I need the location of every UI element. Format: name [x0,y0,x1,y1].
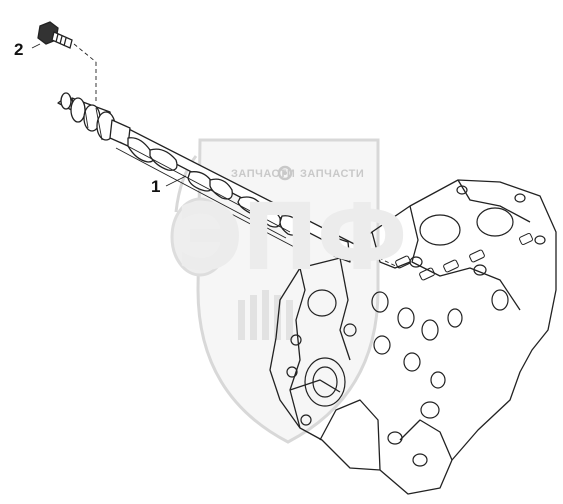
watermark-logo-text: ЭПФ [176,184,408,291]
watermark-gear-icon [277,165,293,181]
watermark-wheat-icon [238,290,293,340]
camshaft-detail-lines [83,102,301,251]
watermark-text-left: ЗАПЧАСТИ [231,168,296,180]
engine-gasket-slots [395,232,533,281]
engine-block [269,179,557,495]
bolt [37,21,73,49]
watermark-text-right: ЗАПЧАСТИ [300,168,365,180]
leader-lines [31,43,401,269]
engine-bores [286,185,546,467]
camshaft [57,92,367,264]
callout-part-2: 2 [14,40,24,59]
callout-part-1: 1 [151,177,161,196]
